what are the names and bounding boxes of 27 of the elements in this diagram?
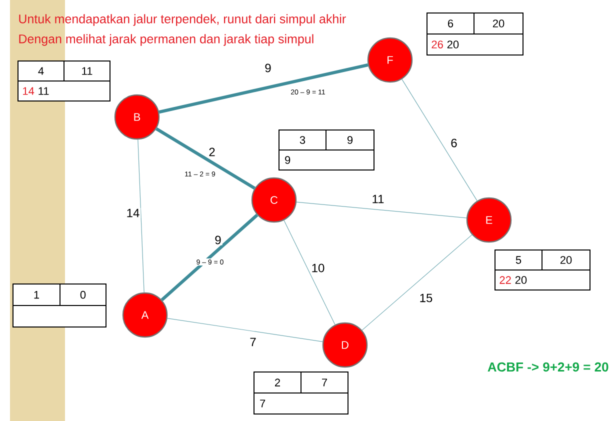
edge-line (284, 220, 336, 325)
edge-line (156, 127, 256, 190)
edge-line (160, 214, 258, 302)
edge-line (158, 63, 368, 114)
edge-line (362, 234, 472, 330)
instruction-text: Dengan melihat jarak permanen dan jarak tiap simpul (19, 34, 314, 46)
edge-weight: 10 (310, 262, 326, 274)
edge-weight: 6 (450, 138, 458, 148)
distance-table: 1 0 (12, 284, 106, 328)
edge-weight: 15 (418, 292, 434, 304)
edge-line (402, 78, 478, 202)
edge-line (167, 318, 323, 342)
distance-table: 2 7 7 (254, 372, 348, 414)
distance-table: 3 9 9 (278, 130, 374, 170)
edge-line (138, 139, 144, 293)
edge-weight: 2 (208, 146, 216, 158)
result-text: ACBF -> 9+2+9 = 20 (488, 362, 608, 372)
edge-weight: 11 (370, 194, 386, 204)
edge-weight: 9 (214, 234, 222, 246)
instruction-text: Untuk mendapatkan jalur terpendek, runut dari simpul akhir (19, 14, 346, 26)
distance-table: 6 20 26 20 (426, 12, 524, 56)
distance-table: 4 11 14 11 (18, 60, 110, 102)
edge-line (296, 202, 467, 218)
distance-table: 5 20 22 20 (494, 250, 590, 290)
edge-weight: 9 (264, 62, 272, 74)
edge-weight: 7 (248, 336, 258, 348)
edge-weight: 14 (125, 208, 141, 218)
